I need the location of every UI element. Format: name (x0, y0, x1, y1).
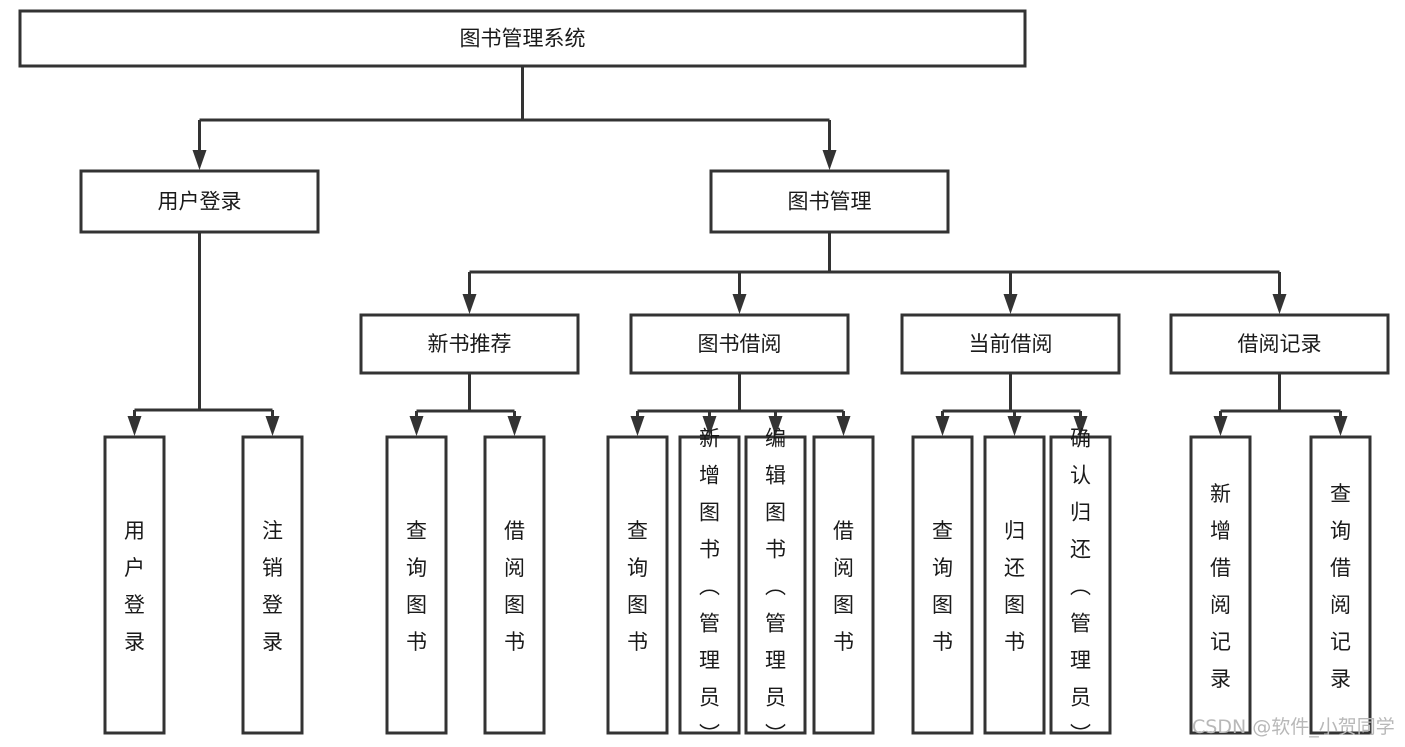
arrow-head-borrow-record (1272, 294, 1287, 314)
arrow-head-new-book-recommend (462, 294, 477, 314)
arrow-head-leaf-return-book (1007, 416, 1022, 436)
node-leaf-add-book[interactable]: 新增图书︵管理员︶ (678, 427, 741, 747)
node-label-user-login: 用户登录 (158, 190, 242, 214)
node-leaf-user-login[interactable]: 用户登录 (103, 435, 166, 735)
node-box-book-management[interactable] (709, 169, 950, 234)
arrow-head-leaf-query-book-borrow (630, 416, 645, 436)
node-box-leaf-logout[interactable] (241, 435, 304, 735)
arrow-head-book-borrow (732, 294, 747, 314)
node-current-borrow[interactable]: 当前借阅 (900, 313, 1121, 375)
arrow-head-leaf-edit-book (768, 416, 783, 436)
node-leaf-edit-book[interactable]: 编辑图书︵管理员︶ (744, 427, 807, 747)
node-leaf-add-borrow-record[interactable]: 新增借阅记录 (1189, 435, 1252, 735)
node-leaf-query-book-current[interactable]: 查询图书 (911, 435, 974, 735)
node-label-leaf-add-borrow-record: 新增借阅记录 (1210, 482, 1231, 691)
node-user-login[interactable]: 用户登录 (79, 169, 320, 234)
node-box-current-borrow[interactable] (900, 313, 1121, 375)
node-box-leaf-borrow-book-recommend[interactable] (483, 435, 546, 735)
node-box-leaf-edit-book[interactable] (744, 435, 807, 735)
node-root[interactable]: 图书管理系统 (18, 9, 1027, 68)
node-label-leaf-user-login: 用户登录 (124, 519, 145, 654)
node-leaf-logout[interactable]: 注销登录 (241, 435, 304, 735)
node-label-leaf-edit-book: 编辑图书︵管理员︶ (765, 427, 786, 747)
node-box-new-book-recommend[interactable] (359, 313, 580, 375)
node-label-leaf-query-book-recommend: 查询图书 (406, 519, 427, 654)
connectors-layer (127, 66, 1348, 436)
node-leaf-confirm-return[interactable]: 确认归还︵管理员︶ (1049, 427, 1112, 747)
node-box-leaf-user-login[interactable] (103, 435, 166, 735)
arrow-head-current-borrow (1003, 294, 1018, 314)
node-boxes-layer: 图书管理系统用户登录图书管理新书推荐图书借阅当前借阅借阅记录用户登录注销登录查询… (18, 9, 1390, 747)
arrow-head-leaf-user-login (127, 416, 142, 436)
node-label-borrow-record: 借阅记录 (1238, 332, 1322, 356)
node-leaf-query-borrow-record[interactable]: 查询借阅记录 (1309, 435, 1372, 735)
arrow-head-leaf-logout (265, 416, 280, 436)
node-box-user-login[interactable] (79, 169, 320, 234)
node-box-leaf-return-book[interactable] (983, 435, 1046, 735)
node-new-book-recommend[interactable]: 新书推荐 (359, 313, 580, 375)
node-box-leaf-query-book-current[interactable] (911, 435, 974, 735)
arrow-head-leaf-borrow-book-recommend (507, 416, 522, 436)
node-label-leaf-confirm-return: 确认归还︵管理员︶ (1070, 427, 1091, 747)
csdn-watermark: CSDN @软件_小贺同学 (1192, 716, 1395, 738)
arrow-head-book-management (822, 150, 837, 170)
node-borrow-record[interactable]: 借阅记录 (1169, 313, 1390, 375)
node-label-leaf-return-book: 归还图书 (1004, 519, 1025, 654)
node-leaf-return-book[interactable]: 归还图书 (983, 435, 1046, 735)
node-leaf-query-book-recommend[interactable]: 查询图书 (385, 435, 448, 735)
node-label-book-borrow: 图书借阅 (698, 332, 782, 356)
arrow-head-leaf-add-borrow-record (1213, 416, 1228, 436)
arrow-head-leaf-borrow-book (836, 416, 851, 436)
node-label-leaf-borrow-book: 借阅图书 (833, 519, 854, 654)
arrow-head-leaf-confirm-return (1073, 416, 1088, 436)
node-box-leaf-query-borrow-record[interactable] (1309, 435, 1372, 735)
node-label-leaf-borrow-book-recommend: 借阅图书 (504, 519, 525, 654)
node-label-leaf-query-book-borrow: 查询图书 (627, 519, 648, 654)
node-leaf-borrow-book-recommend[interactable]: 借阅图书 (483, 435, 546, 735)
arrow-head-leaf-query-book-recommend (409, 416, 424, 436)
node-box-leaf-confirm-return[interactable] (1049, 435, 1112, 735)
node-box-book-borrow[interactable] (629, 313, 850, 375)
node-box-leaf-add-book[interactable] (678, 435, 741, 735)
node-label-current-borrow: 当前借阅 (969, 332, 1053, 356)
node-label-leaf-query-book-current: 查询图书 (932, 519, 953, 654)
node-label-root: 图书管理系统 (460, 27, 586, 51)
node-leaf-borrow-book[interactable]: 借阅图书 (812, 435, 875, 735)
node-label-leaf-add-book: 新增图书︵管理员︶ (699, 427, 720, 747)
node-book-borrow[interactable]: 图书借阅 (629, 313, 850, 375)
node-leaf-query-book-borrow[interactable]: 查询图书 (606, 435, 669, 735)
node-box-leaf-borrow-book[interactable] (812, 435, 875, 735)
node-box-borrow-record[interactable] (1169, 313, 1390, 375)
arrow-head-user-login (192, 150, 207, 170)
node-label-book-management: 图书管理 (788, 190, 872, 214)
node-box-leaf-query-book-recommend[interactable] (385, 435, 448, 735)
node-label-leaf-logout: 注销登录 (262, 519, 283, 654)
arrow-head-leaf-add-book (702, 416, 717, 436)
node-box-leaf-query-book-borrow[interactable] (606, 435, 669, 735)
node-book-management[interactable]: 图书管理 (709, 169, 950, 234)
arrow-head-leaf-query-book-current (935, 416, 950, 436)
arrow-head-leaf-query-borrow-record (1333, 416, 1348, 436)
node-label-new-book-recommend: 新书推荐 (428, 332, 512, 356)
node-box-root[interactable] (18, 9, 1027, 68)
node-box-leaf-add-borrow-record[interactable] (1189, 435, 1252, 735)
node-label-leaf-query-borrow-record: 查询借阅记录 (1330, 482, 1351, 691)
